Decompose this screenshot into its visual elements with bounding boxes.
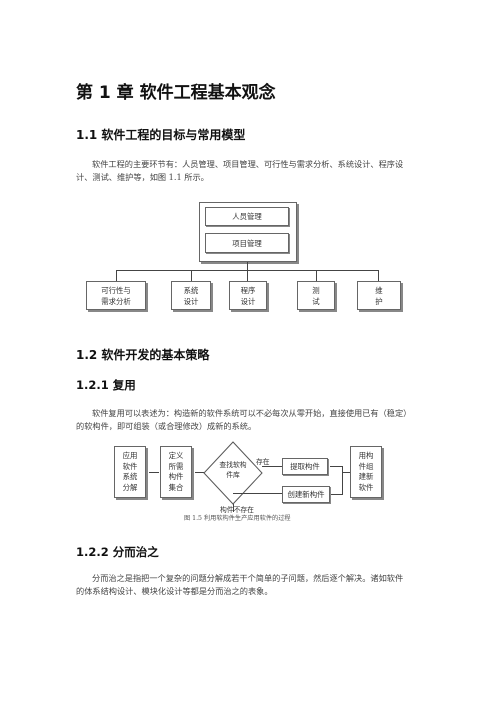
arrow <box>331 494 342 495</box>
box-label: 需求分析 <box>101 296 131 306</box>
box-personnel-management: 人员管理 <box>205 207 289 226</box>
box-label: 所需 <box>168 461 184 471</box>
box-label: 应用 <box>122 451 138 460</box>
diamond-search-library <box>203 441 263 505</box>
label-not-exists: 构件不存在 <box>220 506 254 514</box>
connector <box>316 270 317 281</box>
box-label: 件组 <box>358 461 374 471</box>
paragraph-line: 软件复用可以表述为：构造新的软件系统可以不必每次从零开始，直接使用已有（稳定） <box>92 408 412 418</box>
figure-caption: 图 1.5 利用软构件生产应用软件的过程 <box>184 515 291 522</box>
box-label: 系统 <box>183 285 199 295</box>
box-label: 用构 <box>358 451 374 460</box>
paragraph-line: 计、测试、维护等，如图 1.1 所示。 <box>76 171 209 182</box>
arrow <box>262 466 282 467</box>
arrow <box>342 466 343 495</box>
box-maintenance: 维护 <box>357 281 401 310</box>
box-label: 设计 <box>183 296 199 306</box>
diamond-label-line: 件库 <box>226 471 240 479</box>
box-project-management: 项目管理 <box>205 233 289 253</box>
box-label: 构件 <box>168 472 184 481</box>
box-label: 测 <box>312 285 320 295</box>
box-label: 系统 <box>122 472 138 481</box>
box-define-components: 定义所需构件集合 <box>160 446 192 498</box>
box-decompose-system: 应用软件系统分解 <box>114 446 146 498</box>
section-1-2-1-paragraph: 软件复用可以表述为：构造新的软件系统可以不必每次从零开始，直接使用已有（稳定） … <box>76 407 420 432</box>
arrow <box>342 472 350 473</box>
connector <box>247 262 248 270</box>
box-label: 程序 <box>240 285 256 295</box>
label-exists: 存在 <box>256 458 270 466</box>
connector <box>191 270 192 281</box>
paragraph-line: 的软构件，即可组装（或合理修改）成新的系统。 <box>76 420 257 431</box>
box-label: 设计 <box>240 296 256 306</box>
section-1-2-1-title: 1.2.1 复用 <box>76 378 136 392</box>
chapter-title: 第 1 章 软件工程基本观念 <box>76 83 276 103</box>
box-testing: 测试 <box>297 281 335 310</box>
box-label: 创建新构件 <box>287 490 325 499</box>
diamond-label: 查找软构件库 <box>202 460 264 480</box>
section-1-2-title: 1.2 软件开发的基本策略 <box>76 348 210 362</box>
arrow <box>195 472 204 473</box>
box-extract-component: 提取构件 <box>282 458 328 475</box>
arrow <box>233 504 234 512</box>
box-create-component: 创建新构件 <box>282 486 330 503</box>
section-1-1-title: 1.1 软件工程的目标与常用模型 <box>76 128 246 142</box>
box-label: 提取构件 <box>290 462 320 471</box>
box-label: 定义 <box>168 451 184 460</box>
box-build-new-software: 用构件组建新软件 <box>350 446 382 498</box>
connector <box>116 270 378 271</box>
connector <box>116 270 117 281</box>
paragraph-line: 的体系结构设计、模块化设计等都是分而治之的表象。 <box>76 585 273 596</box>
box-label: 项目管理 <box>232 238 262 248</box>
box-label: 维 <box>375 285 383 295</box>
box-label: 可行性与 <box>101 285 131 295</box>
paragraph-line: 软件工程的主要环节有：人员管理、项目管理、可行性与需求分析、系统设计、程序设 <box>92 159 404 169</box>
arrow <box>330 466 342 467</box>
section-1-2-2-title: 1.2.2 分而治之 <box>76 545 159 559</box>
box-label: 人员管理 <box>232 212 262 221</box>
box-label: 集合 <box>168 482 184 492</box>
connector <box>378 270 379 281</box>
box-label: 软件 <box>358 482 374 492</box>
connector <box>247 270 248 281</box>
box-system-design: 系统设计 <box>171 281 211 310</box>
box-feasibility-analysis: 可行性与需求分析 <box>86 281 146 310</box>
diamond-label-line: 查找软构 <box>219 461 247 469</box>
arrow <box>233 493 282 494</box>
paragraph-line: 分而治之是指把一个复杂的问题分解成若干个简单的子问题，然后逐个解决。诸如软件 <box>92 573 404 583</box>
arrow <box>149 472 159 473</box>
section-1-2-2-paragraph: 分而治之是指把一个复杂的问题分解成若干个简单的子问题，然后逐个解决。诸如软件 的… <box>76 572 420 597</box>
section-1-1-paragraph: 软件工程的主要环节有：人员管理、项目管理、可行性与需求分析、系统设计、程序设 计… <box>76 158 420 183</box>
box-label: 软件 <box>122 461 138 471</box>
box-label: 建新 <box>358 472 374 481</box>
box-label: 分解 <box>122 482 138 492</box>
box-label: 护 <box>375 296 383 306</box>
box-label: 试 <box>312 296 320 306</box>
box-program-design: 程序设计 <box>229 281 267 310</box>
management-frame <box>199 202 297 262</box>
